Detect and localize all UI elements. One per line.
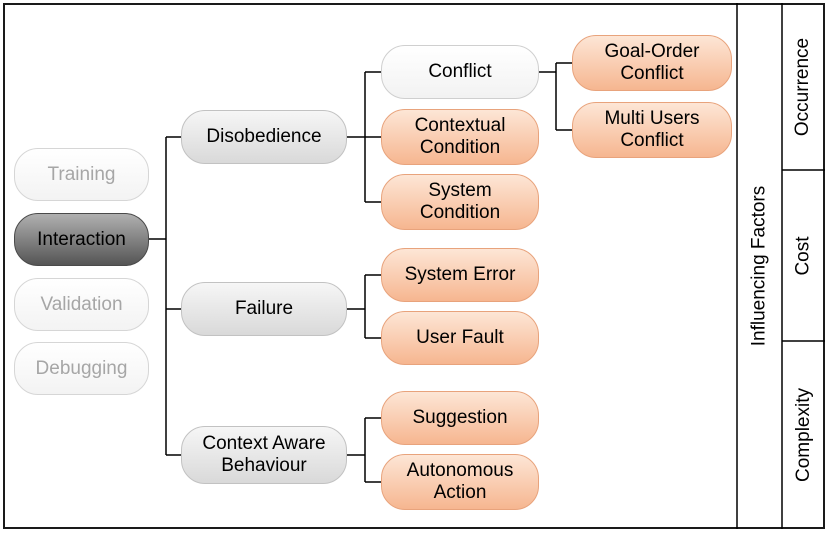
node-system-error: System Error — [381, 248, 539, 302]
node-debugging: Debugging — [14, 342, 149, 395]
node-user-fault: User Fault — [381, 311, 539, 365]
influencing-factors-column: Influencing Factors — [737, 3, 782, 529]
node-disobedience: Disobedience — [181, 110, 347, 164]
complexity-cell: Complexity — [782, 341, 825, 529]
node-system-condition: System Condition — [381, 174, 539, 230]
node-goal-order-conflict: Goal-Order Conflict — [572, 35, 732, 91]
node-contextual-condition: Contextual Condition — [381, 109, 539, 165]
node-multi-users-conflict: Multi Users Conflict — [572, 102, 732, 158]
node-conflict: Conflict — [381, 45, 539, 99]
node-context-aware-behaviour: Context Aware Behaviour — [181, 426, 347, 484]
complexity-label: Complexity — [792, 388, 814, 482]
cost-label: Cost — [792, 235, 814, 276]
node-autonomous-action: Autonomous Action — [381, 454, 539, 510]
node-interaction: Interaction — [14, 213, 149, 266]
influencing-factors-label: Influencing Factors — [748, 185, 770, 347]
diagram-frame — [3, 3, 825, 529]
occurrence-cell: Occurrence — [782, 3, 825, 170]
node-failure: Failure — [181, 282, 347, 336]
occurrence-label: Occurrence — [792, 37, 814, 136]
cost-cell: Cost — [782, 170, 825, 341]
node-training: Training — [14, 148, 149, 201]
node-validation: Validation — [14, 278, 149, 331]
node-suggestion: Suggestion — [381, 391, 539, 445]
